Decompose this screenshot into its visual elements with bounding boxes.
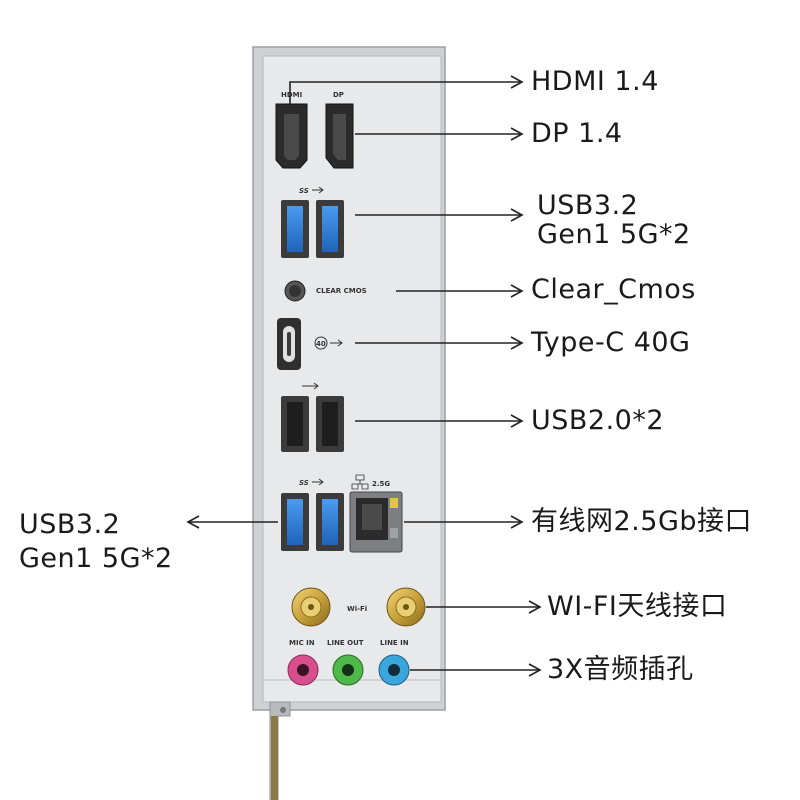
hdmi-port-label: HDMI <box>281 91 302 99</box>
ss-logo-bottom: SS <box>299 479 309 487</box>
usb-icon <box>302 382 319 390</box>
type-c-callout: Type-C 40G <box>531 327 691 358</box>
lan-callout: 有线网2.5Gb接口 <box>531 506 752 537</box>
audio-callout: 3X音频插孔 <box>547 654 694 685</box>
hdmi-callout: HDMI 1.4 <box>531 66 659 97</box>
clear-cmos-button: CLEAR CMOS <box>284 280 367 302</box>
dp-port-label: DP <box>333 91 344 99</box>
usb32-right-callout-line1: USB3.2 <box>537 190 639 221</box>
usb-icon <box>312 478 324 486</box>
ss-logo-top: SS <box>299 187 309 195</box>
line-in-label: LINE IN <box>380 639 409 647</box>
lan-port: 2.5G <box>349 474 403 553</box>
type-c-port: 40 <box>277 318 343 370</box>
displayport-port: DP <box>325 91 354 169</box>
usb-icon <box>312 186 324 194</box>
mic-in-label: MIC IN <box>289 639 315 647</box>
leader-lines <box>186 75 542 677</box>
usb32-left-callout-line2: Gen1 5G*2 <box>19 543 173 574</box>
clear-cmos-callout: Clear_Cmos <box>531 274 696 305</box>
usb32-top-pair: SS <box>281 186 344 258</box>
usb32-bottom-pair: SS <box>281 478 344 551</box>
network-icon <box>351 474 369 490</box>
usb32-right-callout-line2: Gen1 5G*2 <box>537 219 691 250</box>
type-c-40-label: 40 <box>316 340 326 348</box>
wifi-antenna-connectors: Wi-Fi <box>291 587 426 627</box>
clear-cmos-panel-label: CLEAR CMOS <box>316 287 367 295</box>
hdmi-port: HDMI <box>275 91 308 169</box>
usb-icon <box>330 339 343 347</box>
audio-jacks: MIC IN LINE OUT LINE IN <box>287 639 410 686</box>
line-out-label: LINE OUT <box>327 639 364 647</box>
usb20-callout: USB2.0*2 <box>531 405 665 436</box>
wifi-panel-label: Wi-Fi <box>347 605 367 613</box>
lan-speed-label: 2.5G <box>372 480 390 488</box>
wifi-callout: WI-FI天线接口 <box>547 591 728 622</box>
usb20-pair <box>281 382 344 452</box>
usb32-left-callout-line1: USB3.2 <box>19 509 121 540</box>
dp-callout: DP 1.4 <box>531 118 623 149</box>
